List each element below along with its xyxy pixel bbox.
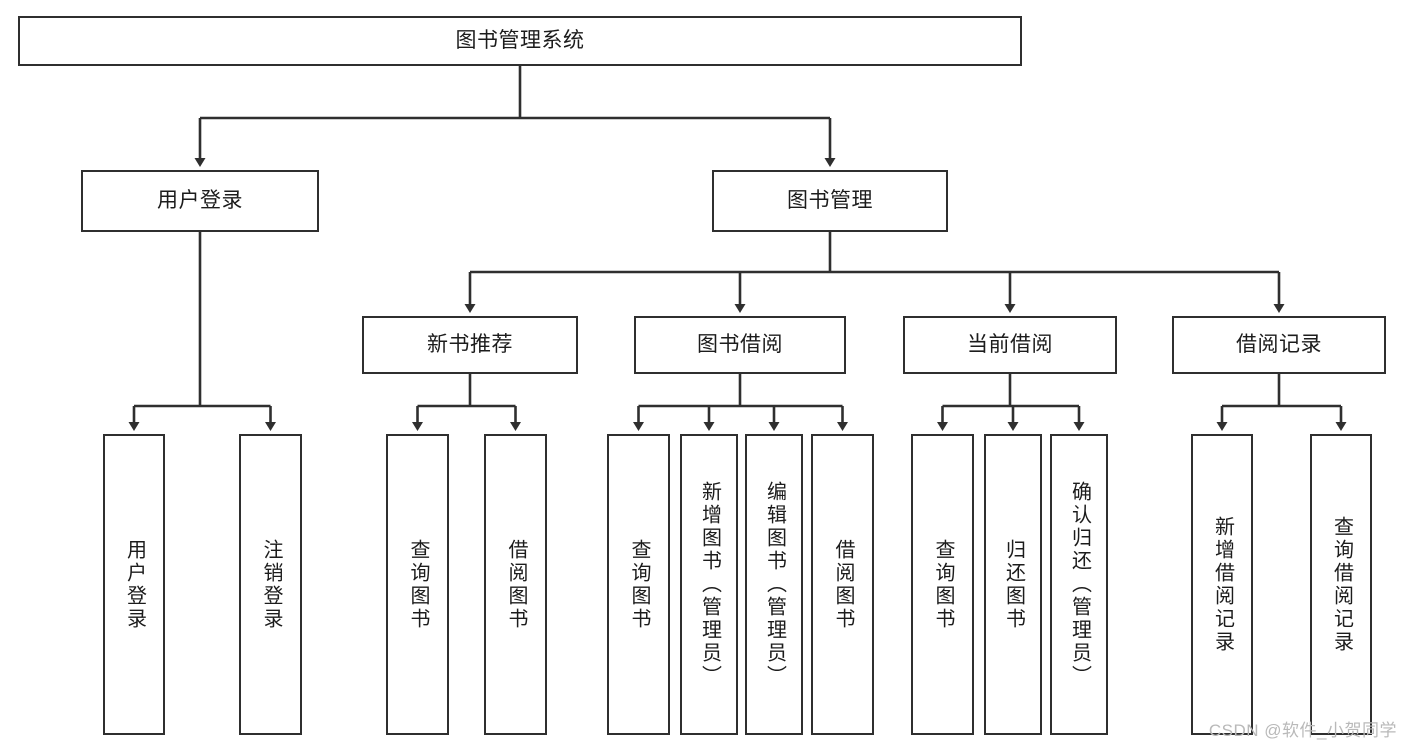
node-user-login-label: 用户登录 xyxy=(157,189,243,213)
node-leaf-query-book-b[interactable]: 查询图书 xyxy=(607,434,670,735)
node-leaf-query-book-c-label: 查询图书 xyxy=(932,538,954,631)
node-book-manage[interactable]: 图书管理 xyxy=(712,170,948,232)
node-leaf-query-book-a-label: 查询图书 xyxy=(407,538,429,631)
node-new-book-recommend-label: 新书推荐 xyxy=(427,333,513,357)
node-book-borrow-label: 图书借阅 xyxy=(697,333,783,357)
node-leaf-add-book[interactable]: 新增图书（管理员） xyxy=(680,434,738,735)
node-book-manage-label: 图书管理 xyxy=(787,189,873,213)
node-leaf-logout[interactable]: 注销登录 xyxy=(239,434,302,735)
node-leaf-confirm-return-label: 确认归还（管理员） xyxy=(1068,481,1091,688)
node-user-login[interactable]: 用户登录 xyxy=(81,170,319,232)
node-leaf-edit-book[interactable]: 编辑图书（管理员） xyxy=(745,434,803,735)
csdn-watermark: CSDN @软件_小贺同学 xyxy=(1208,721,1397,740)
node-leaf-query-book-a[interactable]: 查询图书 xyxy=(386,434,449,735)
node-current-borrow[interactable]: 当前借阅 xyxy=(903,316,1117,374)
node-leaf-add-book-label: 新增图书（管理员） xyxy=(698,481,721,688)
node-borrow-record-label: 借阅记录 xyxy=(1236,333,1322,357)
node-current-borrow-label: 当前借阅 xyxy=(967,333,1053,357)
node-book-borrow[interactable]: 图书借阅 xyxy=(634,316,846,374)
node-new-book-recommend[interactable]: 新书推荐 xyxy=(362,316,578,374)
node-leaf-query-book-c[interactable]: 查询图书 xyxy=(911,434,974,735)
node-leaf-borrow-book-a[interactable]: 借阅图书 xyxy=(484,434,547,735)
node-root[interactable]: 图书管理系统 xyxy=(18,16,1022,66)
node-leaf-user-login-label: 用户登录 xyxy=(123,538,146,631)
node-root-label: 图书管理系统 xyxy=(455,29,585,53)
node-borrow-record[interactable]: 借阅记录 xyxy=(1172,316,1386,374)
node-leaf-borrow-book-b[interactable]: 借阅图书 xyxy=(811,434,874,735)
node-leaf-add-record-label: 新增借阅记录 xyxy=(1211,515,1234,654)
node-leaf-query-book-b-label: 查询图书 xyxy=(628,538,650,631)
node-leaf-confirm-return[interactable]: 确认归还（管理员） xyxy=(1050,434,1108,735)
node-leaf-borrow-book-b-label: 借阅图书 xyxy=(832,538,854,631)
node-leaf-borrow-book-a-label: 借阅图书 xyxy=(505,538,527,631)
node-leaf-logout-label: 注销登录 xyxy=(260,538,282,631)
node-leaf-user-login[interactable]: 用户登录 xyxy=(103,434,165,735)
node-leaf-return-book-label: 归还图书 xyxy=(1002,538,1025,631)
node-leaf-query-record-label: 查询借阅记录 xyxy=(1330,515,1353,654)
node-leaf-query-record[interactable]: 查询借阅记录 xyxy=(1310,434,1372,735)
node-leaf-add-record[interactable]: 新增借阅记录 xyxy=(1191,434,1253,735)
node-leaf-edit-book-label: 编辑图书（管理员） xyxy=(763,481,786,688)
node-leaf-return-book[interactable]: 归还图书 xyxy=(984,434,1042,735)
